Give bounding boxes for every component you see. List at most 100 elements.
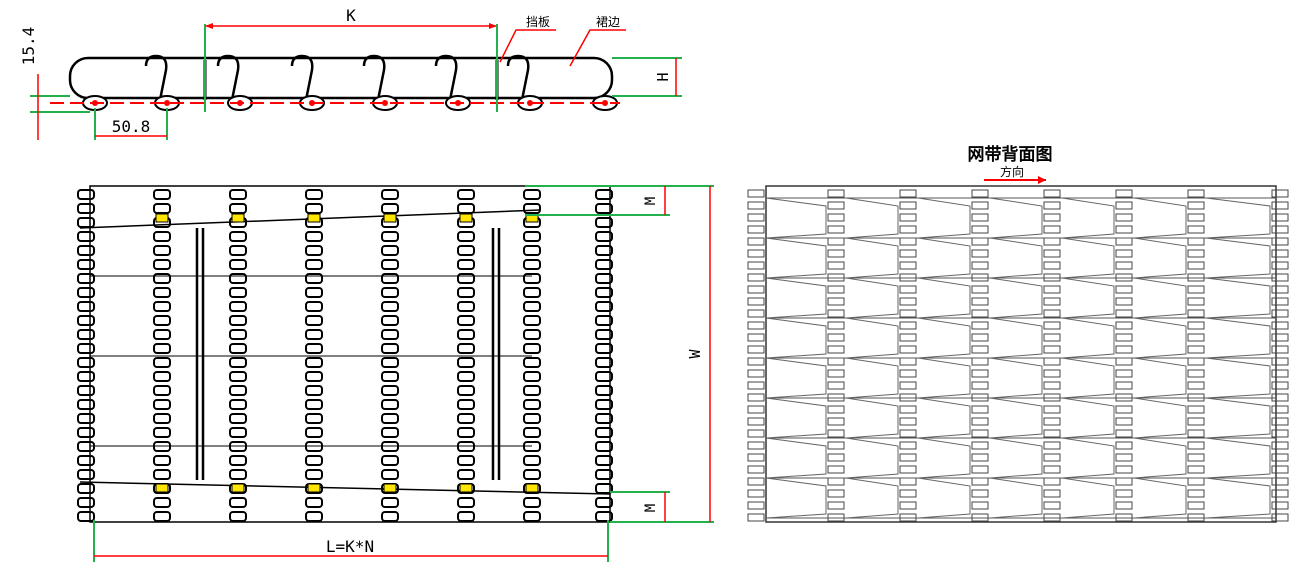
module-tooth: [457, 469, 475, 480]
back-tooth: [827, 465, 845, 474]
hinge-pin: [164, 100, 170, 106]
back-view: 网带背面图 方向: [747, 144, 1289, 523]
module-tooth: [457, 315, 475, 326]
rod-clip: [231, 483, 245, 493]
rod-clip: [155, 213, 169, 223]
module-tooth: [77, 483, 95, 494]
back-tooth: [1271, 405, 1289, 414]
module-tooth: [153, 511, 171, 522]
back-tooth: [827, 237, 845, 246]
back-cell: [1061, 437, 1115, 479]
back-tooth: [1187, 237, 1205, 246]
back-tooth: [1271, 213, 1289, 222]
module-tooth: [457, 189, 475, 200]
module-tooth: [381, 259, 399, 270]
module-tooth: [457, 301, 475, 312]
back-tooth: [1271, 357, 1289, 366]
module-tooth: [305, 329, 323, 340]
callout-sidewall-label: 裙边: [596, 15, 620, 29]
module-tooth: [595, 259, 613, 270]
back-tooth: [1115, 381, 1133, 390]
module-tooth: [381, 203, 399, 214]
back-tooth: [899, 321, 917, 330]
back-cell: [917, 317, 971, 359]
back-tooth: [899, 285, 917, 294]
dim-m-bottom-label: M: [643, 504, 659, 512]
back-tooth: [747, 357, 765, 366]
back-tooth: [971, 489, 989, 498]
module-tooth: [77, 497, 95, 508]
module-tooth: [381, 189, 399, 200]
back-tooth: [899, 309, 917, 318]
back-cell: [989, 477, 1043, 519]
back-tooth: [1115, 357, 1133, 366]
back-tooth: [899, 465, 917, 474]
module-tooth: [595, 315, 613, 326]
back-tooth: [827, 489, 845, 498]
module-tooth: [523, 497, 541, 508]
back-cell: [1205, 317, 1271, 359]
back-cell: [765, 357, 827, 399]
back-tooth: [1043, 417, 1061, 426]
back-tooth: [827, 225, 845, 234]
module-tooth: [457, 427, 475, 438]
flight-bars: [90, 275, 532, 447]
back-tooth: [971, 381, 989, 390]
callout-sidewall-leader: [569, 29, 626, 67]
back-tooth: [827, 333, 845, 342]
back-tooth: [747, 501, 765, 510]
back-tooth: [1187, 489, 1205, 498]
module-tooth: [523, 455, 541, 466]
back-tooth: [1271, 369, 1289, 378]
back-tooth: [1115, 225, 1133, 234]
back-tooth: [1043, 297, 1061, 306]
back-tooth: [1115, 465, 1133, 474]
flight-profile: [434, 54, 458, 101]
back-tooth: [1115, 261, 1133, 270]
back-tooth: [1271, 489, 1289, 498]
back-cell: [845, 477, 899, 519]
dim-k-arrow-right: [489, 23, 497, 29]
module-tooth: [523, 273, 541, 284]
back-cell: [765, 277, 827, 319]
back-tooth: [899, 441, 917, 450]
back-cell: [917, 397, 971, 439]
back-tooth: [899, 453, 917, 462]
module-tooth: [457, 385, 475, 396]
back-cell: [845, 237, 899, 279]
back-tooth: [1187, 381, 1205, 390]
module-tooth: [305, 385, 323, 396]
module-tooth: [305, 189, 323, 200]
back-tooth: [1043, 321, 1061, 330]
back-tooth: [1043, 345, 1061, 354]
module-tooth: [77, 287, 95, 298]
module-tooth: [595, 399, 613, 410]
module-tooth: [77, 371, 95, 382]
module-tooth: [77, 245, 95, 256]
back-tooth: [1043, 285, 1061, 294]
back-tooth: [747, 513, 765, 522]
back-tooth: [747, 249, 765, 258]
module-tooth: [153, 413, 171, 424]
module-tooth: [77, 455, 95, 466]
module-tooth: [523, 385, 541, 396]
back-belt-outline: [765, 185, 1277, 523]
back-mesh: [747, 189, 1289, 522]
back-tooth: [1115, 333, 1133, 342]
module-tooth: [595, 273, 613, 284]
back-cell: [1133, 357, 1187, 399]
module-tooth: [595, 189, 613, 200]
back-tooth: [747, 369, 765, 378]
module-tooth: [153, 231, 171, 242]
module-tooth: [381, 231, 399, 242]
back-cell: [845, 277, 899, 319]
module-tooth: [381, 511, 399, 522]
back-tooth: [971, 441, 989, 450]
module-tooth: [153, 497, 171, 508]
module-tooth: [523, 231, 541, 242]
back-tooth: [747, 309, 765, 318]
module-tooth: [77, 343, 95, 354]
module-tooth: [523, 245, 541, 256]
module-tooth: [305, 399, 323, 410]
back-tooth: [1187, 189, 1205, 198]
